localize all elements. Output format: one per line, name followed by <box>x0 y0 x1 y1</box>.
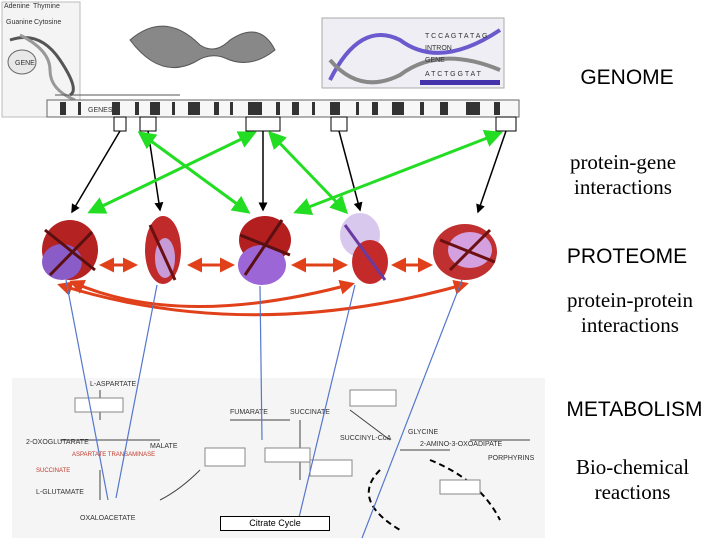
compound-porphyrins: PORPHYRINS <box>488 455 535 462</box>
thymine-label: Thymine <box>33 3 60 10</box>
protein-gene-interactions-label: protein-gene interactions <box>548 150 698 200</box>
compound-2-amino-3-oxoadipate: 2-AMINO-3-OXOADIPATE <box>420 441 503 448</box>
biochemical-line-1: Bio-chemical <box>575 455 690 479</box>
protein-protein-line-2: interactions <box>581 313 679 337</box>
gene-strip: GENES <box>46 94 520 118</box>
metabolism-label: METABOLISM <box>566 398 703 421</box>
protein-protein-interactions-label: protein-protein interactions <box>545 288 715 338</box>
guanine-label: Guanine <box>6 19 33 26</box>
protein-3 <box>238 216 291 285</box>
compound-succinate-2: SUCCINATE <box>290 409 330 416</box>
gene-label: GENE <box>15 60 35 67</box>
protein-protein-line-1: protein-protein <box>567 288 693 312</box>
pathway-compound-labels: L-ASPARTATE 2-OXOGLUTARATE ASPARTATE TRA… <box>26 381 535 522</box>
biochemical-line-2: reactions <box>594 480 671 504</box>
protein-to-metabolism-links <box>65 279 463 539</box>
compound-fumarate: FUMARATE <box>230 409 268 416</box>
bottom-sequence: A T C T G G T A T <box>425 71 482 78</box>
top-sequence: T C C A G T A T A G <box>425 33 487 40</box>
pathway-enzyme-boxes <box>74 389 481 495</box>
compound-oxaloacetate: OXALOACETATE <box>80 515 136 522</box>
intron-label: INTRON <box>425 45 452 52</box>
protein-gene-line-1: protein-gene <box>569 150 677 174</box>
protein-5 <box>433 224 497 280</box>
protein-gene-interaction-arrows <box>87 130 503 215</box>
compound-malate: MALATE <box>150 443 178 450</box>
gene-label-right: GENE <box>425 57 445 64</box>
protein-protein-interaction-arrows <box>57 257 469 317</box>
compound-2-oxoglutarate: 2-OXOGLUTARATE <box>26 439 89 446</box>
protein-1 <box>42 220 98 280</box>
dna-inset-right: T C C A G T A T A G INTRON GENE A T C T … <box>321 17 505 89</box>
biochemical-reactions-label: Bio-chemical reactions <box>555 455 710 505</box>
gene-to-protein-arrows <box>71 130 507 214</box>
cytosine-label: Cytosine <box>34 19 61 26</box>
genome-label: GENOME <box>580 66 674 89</box>
compound-aspartate-transaminase: ASPARTATE TRANSAMINASE <box>72 452 155 458</box>
protein-2 <box>145 216 181 284</box>
compound-succinate: SUCCINATE <box>36 468 70 474</box>
adenine-label: Adenine <box>4 3 30 10</box>
genes-strip-label: GENES <box>88 107 113 114</box>
compound-glycine: GLYCINE <box>408 429 439 436</box>
proteome-label: PROTEOME <box>566 245 688 268</box>
dna-inset-left: Adenine Thymine Guanine Cytosine GENE <box>1 1 81 118</box>
protein-4 <box>340 213 388 284</box>
gene-boxes <box>113 116 517 132</box>
compound-succinyl-coa: SUCCINYL-CoA <box>340 435 392 442</box>
protein-gene-line-2: interactions <box>574 175 672 199</box>
compound-l-glutamate: L-GLUTAMATE <box>36 489 84 496</box>
citrate-cycle-caption: Citrate Cycle <box>220 516 330 531</box>
pathway-lines <box>60 390 530 531</box>
chromosome <box>129 25 276 69</box>
compound-l-aspartate: L-ASPARTATE <box>90 381 136 388</box>
